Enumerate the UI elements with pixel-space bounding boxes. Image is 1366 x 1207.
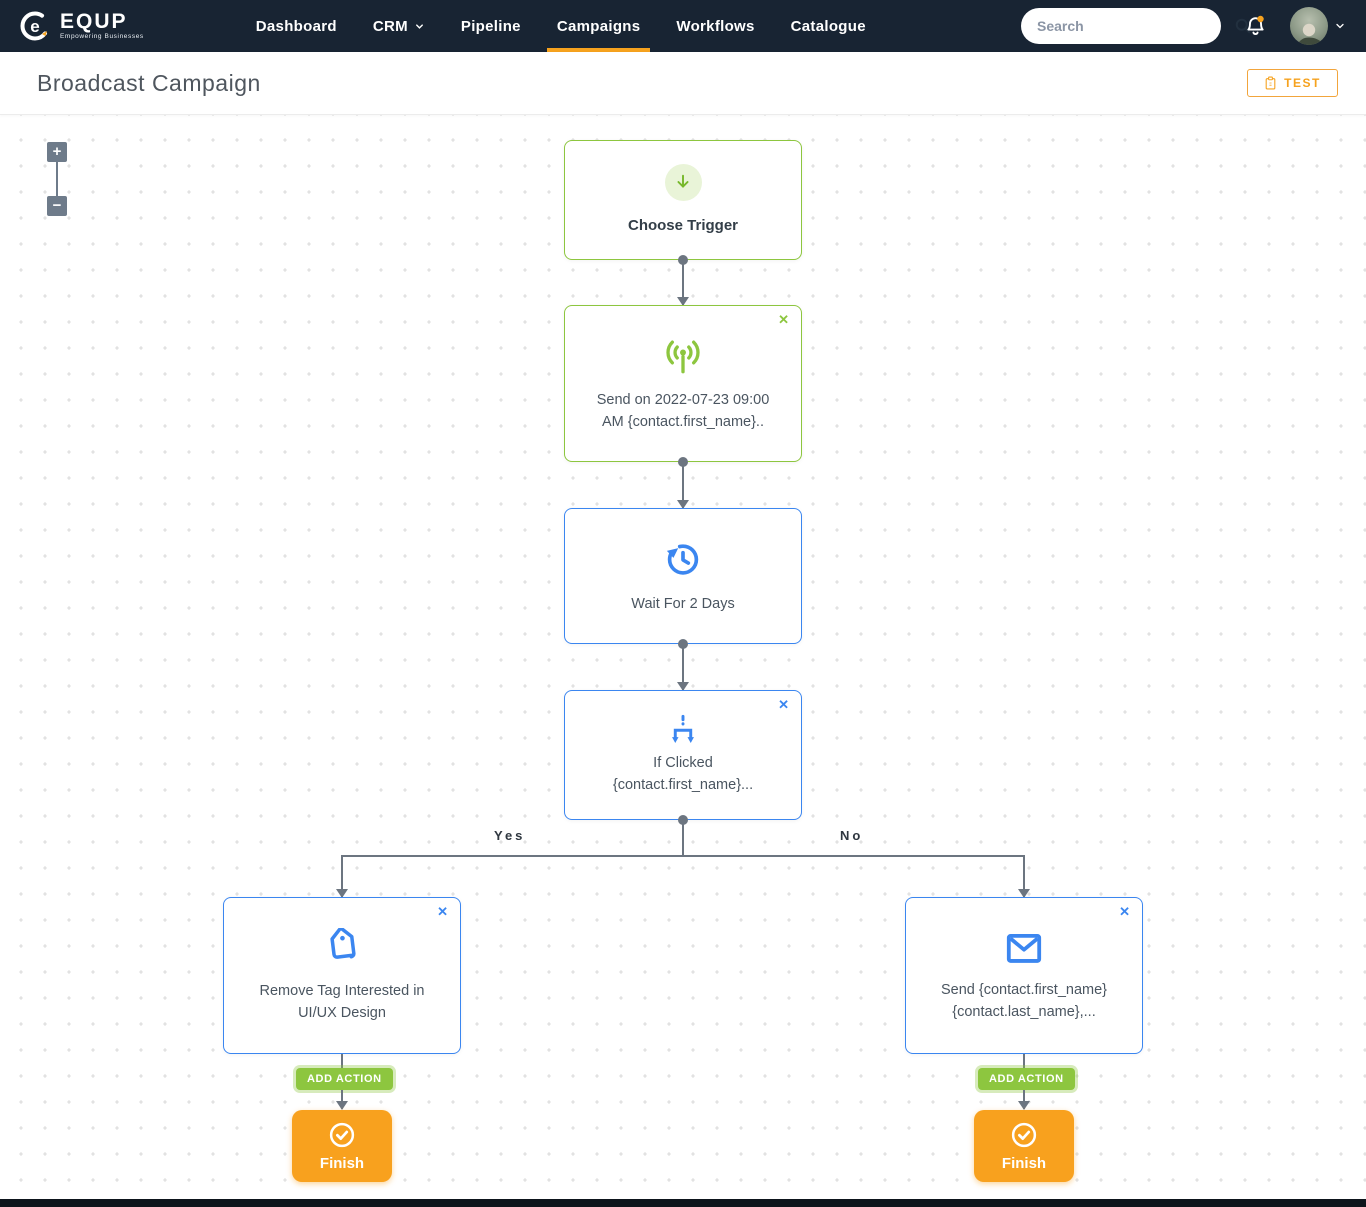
trigger-arrow-icon [664,163,702,201]
test-button[interactable]: TEST [1247,69,1338,97]
finish-node-yes[interactable]: Finish [292,1110,392,1182]
brand-name: EQUP [60,10,128,34]
tag-icon [322,927,362,968]
clipboard-icon [1265,76,1276,90]
top-navbar: e EQUP Empowering Businesses Dashboard C… [0,0,1366,52]
nav-item-catalogue[interactable]: Catalogue [790,17,866,35]
broadcast-icon [662,335,704,377]
nav-item-pipeline[interactable]: Pipeline [460,17,521,35]
node-choose-trigger[interactable]: Choose Trigger [564,140,802,260]
connector [1023,1054,1025,1068]
check-circle-icon [1011,1122,1037,1148]
node-wait[interactable]: Wait For 2 Days [564,508,802,644]
connector-yes [336,855,348,898]
close-icon[interactable]: ✕ [778,312,789,327]
zoom-out-button[interactable]: − [47,196,67,216]
node-label-line1: Remove Tag Interested in [259,982,425,999]
connector [677,639,689,691]
finish-label: Finish [319,1155,365,1172]
node-send-email[interactable]: ✕ Send {contact.first_name} {contact.las… [905,897,1143,1054]
arrow-down-icon [677,297,689,306]
node-label-line1: Send {contact.first_name} [940,981,1108,998]
search-input[interactable] [1037,18,1233,34]
navbar-right [1021,7,1346,45]
node-label: Wait For 2 Days [631,596,735,612]
page-title: Broadcast Campaign [37,69,261,96]
node-label-line2: {contact.first_name}... [612,777,754,793]
envelope-icon [1003,929,1045,967]
connector [677,255,689,306]
connector [341,1054,343,1068]
search-box[interactable] [1021,8,1251,44]
node-label-line2: AM {contact.first_name}.. [602,413,764,430]
arrow-down-icon [336,1101,348,1110]
finish-label: Finish [1001,1155,1047,1172]
node-label-line2: UI/UX Design [298,1004,386,1021]
check-circle-icon [329,1122,355,1148]
connector-dot[interactable] [678,255,688,265]
connector [1018,1090,1030,1110]
node-label: Choose Trigger [627,216,739,234]
equp-logo[interactable]: e EQUP Empowering Businesses [18,9,144,43]
zoom-divider [56,162,58,196]
node-send-broadcast[interactable]: ✕ Send on 2022-07-23 09:00 AM {contact.f… [564,305,802,462]
equp-logo-icon: e [18,9,52,43]
close-icon[interactable]: ✕ [1119,904,1130,919]
node-label-line2: {contact.last_name},... [952,1003,1096,1020]
bell-icon [1247,15,1264,35]
nav-item-crm[interactable]: CRM [373,0,425,52]
close-icon[interactable]: ✕ [437,904,448,919]
connector [678,815,688,856]
chevron-down-icon [1334,20,1346,32]
connector [677,457,689,509]
connector [336,1090,348,1110]
notifications-button[interactable] [1243,14,1268,39]
nav-item-campaigns[interactable]: Campaigns [546,0,650,52]
brand-tagline: Empowering Businesses [60,33,144,41]
zoom-in-button[interactable]: + [47,142,67,162]
connector-dot[interactable] [678,457,688,467]
history-clock-icon [661,537,705,581]
user-menu[interactable] [1290,7,1346,45]
branch-line [341,855,1024,857]
arrow-down-icon [336,889,348,898]
add-action-button-no[interactable]: ADD ACTION [978,1068,1075,1090]
arrow-down-icon [677,500,689,509]
arrow-down-icon [677,682,689,691]
page-header: Broadcast Campaign TEST [0,52,1366,115]
campaign-canvas[interactable]: + − Choose Trigger ✕ Send on 2022-07-23 … [0,115,1366,1199]
finish-node-no[interactable]: Finish [974,1110,1074,1182]
close-icon[interactable]: ✕ [778,697,789,712]
chevron-down-icon [414,21,425,32]
nav-item-dashboard[interactable]: Dashboard [255,17,337,35]
node-if-clicked[interactable]: ✕ If Clicked {contact.first_name}... [564,690,802,820]
branch-label-no: No [840,828,864,843]
connector-no [1018,855,1030,898]
node-label-line1: If Clicked [653,755,713,771]
zoom-controls: + − [47,142,67,216]
svg-text:e: e [30,17,39,36]
arrow-down-icon [1018,889,1030,898]
branch-split-icon [664,714,702,748]
add-action-button-yes[interactable]: ADD ACTION [296,1068,393,1090]
footer-bar [0,1199,1366,1207]
node-remove-tag[interactable]: ✕ Remove Tag Interested in UI/UX Design [223,897,461,1054]
connector-dot[interactable] [678,639,688,649]
avatar[interactable] [1290,7,1328,45]
nav-item-workflows[interactable]: Workflows [676,17,755,35]
branch-label-yes: Yes [494,828,526,843]
connector-dot[interactable] [678,815,688,825]
main-nav: Dashboard CRM Pipeline Campaigns Workflo… [256,0,866,52]
node-label-line1: Send on 2022-07-23 09:00 [596,391,770,408]
arrow-down-icon [1018,1101,1030,1110]
search-icon[interactable] [1233,16,1253,36]
